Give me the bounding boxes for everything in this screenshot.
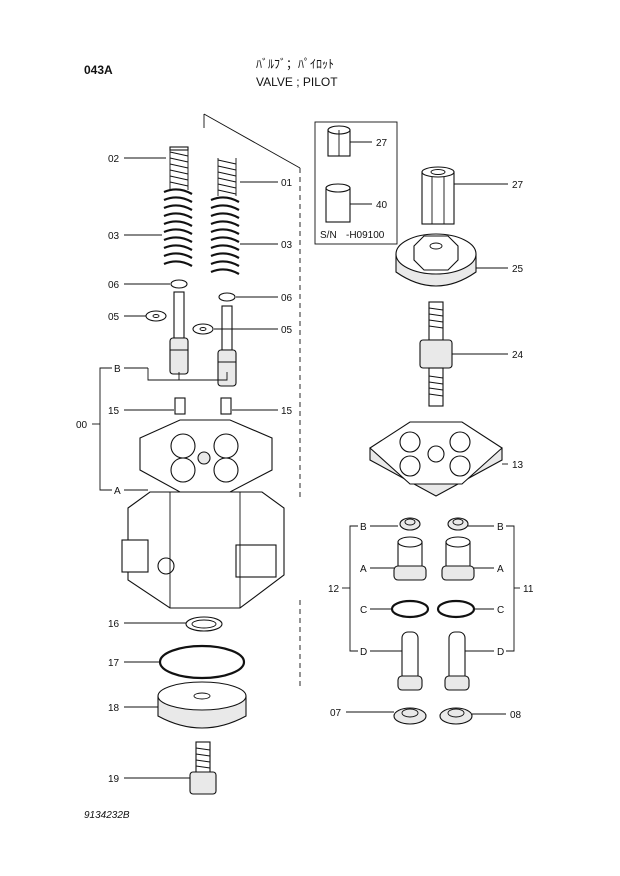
label-b-l: B bbox=[360, 522, 367, 533]
label-13: 13 bbox=[512, 460, 524, 471]
title-japanese: ﾊﾞﾙﾌﾞ；ﾊﾟｲﾛｯﾄ bbox=[256, 57, 334, 71]
valve-body bbox=[121, 419, 285, 609]
plate bbox=[369, 421, 508, 497]
spool-left bbox=[169, 291, 189, 375]
label-24: 24 bbox=[512, 350, 524, 361]
bushing-a-left bbox=[393, 536, 427, 581]
joint bbox=[419, 301, 508, 407]
label-a-left: A bbox=[114, 486, 121, 497]
nut-07 bbox=[393, 707, 427, 725]
label-c-r: C bbox=[497, 605, 504, 616]
label-03-right: 03 bbox=[281, 240, 293, 251]
left-leaders bbox=[92, 157, 278, 779]
label-06-right: 06 bbox=[281, 293, 293, 304]
label-a-l: A bbox=[360, 564, 367, 575]
big-spring-left bbox=[163, 188, 193, 267]
label-02: 02 bbox=[108, 154, 120, 165]
label-18: 18 bbox=[108, 703, 120, 714]
hex-nut bbox=[421, 166, 508, 225]
inset-box bbox=[314, 121, 398, 245]
plug bbox=[157, 681, 247, 729]
label-15-left: 15 bbox=[108, 406, 120, 417]
label-c-l: C bbox=[360, 605, 367, 616]
nut-08 bbox=[439, 707, 473, 725]
oring-c-right bbox=[436, 599, 476, 619]
label-27-inset: 27 bbox=[376, 138, 388, 149]
oring-c-left bbox=[390, 599, 430, 619]
label-07: 07 bbox=[330, 708, 342, 719]
o-ring bbox=[158, 644, 246, 680]
page-code: 043A bbox=[84, 63, 113, 77]
divider-line bbox=[203, 113, 301, 690]
piston-d-left bbox=[397, 631, 423, 691]
washer-left bbox=[170, 279, 188, 289]
label-11: 11 bbox=[523, 584, 534, 595]
label-b-r: B bbox=[497, 522, 504, 533]
ring-b-left bbox=[399, 517, 421, 531]
label-25: 25 bbox=[512, 264, 524, 275]
retainer-left bbox=[145, 310, 167, 322]
label-16: 16 bbox=[108, 619, 120, 630]
label-27: 27 bbox=[512, 180, 524, 191]
ring-b-right bbox=[447, 517, 469, 531]
label-17: 17 bbox=[108, 658, 120, 669]
piston-d-right bbox=[444, 631, 470, 691]
label-40: 40 bbox=[376, 200, 388, 211]
spool-right bbox=[217, 305, 237, 387]
label-06-left: 06 bbox=[108, 280, 120, 291]
small-spring-right bbox=[217, 158, 237, 196]
bolt bbox=[189, 741, 217, 795]
serial-value: -H09100 bbox=[346, 230, 385, 241]
label-19: 19 bbox=[108, 774, 120, 785]
label-15-right: 15 bbox=[281, 406, 293, 417]
drawing-number: 9134232B bbox=[84, 810, 130, 821]
bushing-a-right bbox=[441, 536, 475, 581]
label-d-r: D bbox=[497, 647, 504, 658]
label-00: 00 bbox=[76, 420, 88, 431]
small-spring-left bbox=[169, 146, 189, 190]
right-leaders bbox=[342, 525, 520, 715]
label-01: 01 bbox=[281, 178, 293, 189]
label-03-left: 03 bbox=[108, 231, 120, 242]
title-english: VALVE ; PILOT bbox=[256, 75, 338, 89]
retainer-right bbox=[192, 323, 214, 335]
label-d-l: D bbox=[360, 647, 367, 658]
label-05-left: 05 bbox=[108, 312, 120, 323]
seal-ring bbox=[185, 616, 223, 632]
label-08: 08 bbox=[510, 710, 522, 721]
big-spring-right bbox=[210, 196, 240, 275]
cap-nut bbox=[395, 233, 508, 287]
label-b-left: B bbox=[114, 364, 121, 375]
label-05-right: 05 bbox=[281, 325, 293, 336]
label-12: 12 bbox=[328, 584, 340, 595]
pin-right bbox=[220, 397, 232, 415]
serial-label: S/N bbox=[320, 230, 337, 241]
pin-left bbox=[174, 397, 186, 415]
label-a-r: A bbox=[497, 564, 504, 575]
washer-right bbox=[218, 292, 236, 302]
